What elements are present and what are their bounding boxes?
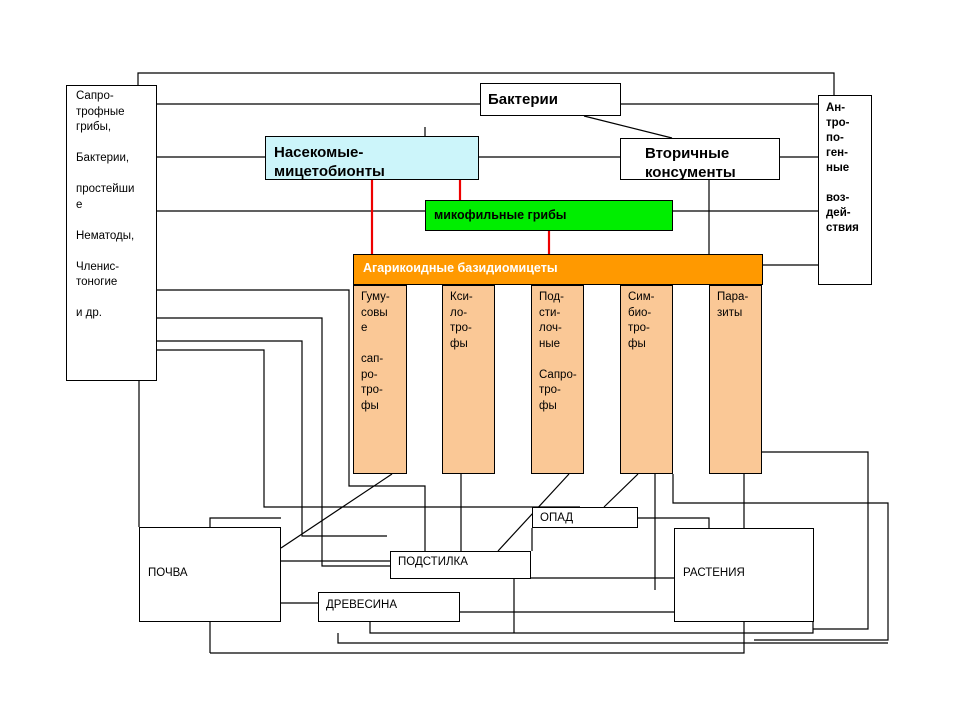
bedding-box: ПОДСТИЛКА	[390, 551, 531, 579]
group-xylotrophs: Кси- ло- тро- фы	[442, 285, 495, 474]
anthropogenic-box: Ан- тро- по- ген- ные воз- дей- ствия	[818, 95, 872, 285]
group-symbiotrophs: Сим- био- тро- фы	[620, 285, 673, 474]
soil-box: ПОЧВА	[139, 527, 281, 622]
plants-box: РАСТЕНИЯ	[674, 528, 814, 622]
saprotrophs-box: Сапро- трофные грибы, Бактерии, простейш…	[66, 85, 157, 381]
secondary-consumers-box: Вторичные консументы	[620, 138, 780, 181]
group-humus-saprotrophs: Гуму- совы е сап- ро- тро- фы	[353, 285, 407, 474]
mycophilic-box: микофильные грибы	[425, 200, 673, 231]
insects-box: Насекомые- мицетобионты	[265, 136, 479, 180]
agaricoid-box: Агарикоидные базидиомицеты	[353, 254, 763, 285]
litter-box: ОПАД	[532, 507, 638, 528]
group-parasites: Пара- зиты	[709, 285, 762, 474]
bacteria-box: Бактерии	[480, 83, 621, 116]
wood-box: ДРЕВЕСИНА	[318, 592, 460, 622]
group-litter-saprotrophs: Под- сти- лоч- ные Сапро- тро- фы	[531, 285, 584, 474]
